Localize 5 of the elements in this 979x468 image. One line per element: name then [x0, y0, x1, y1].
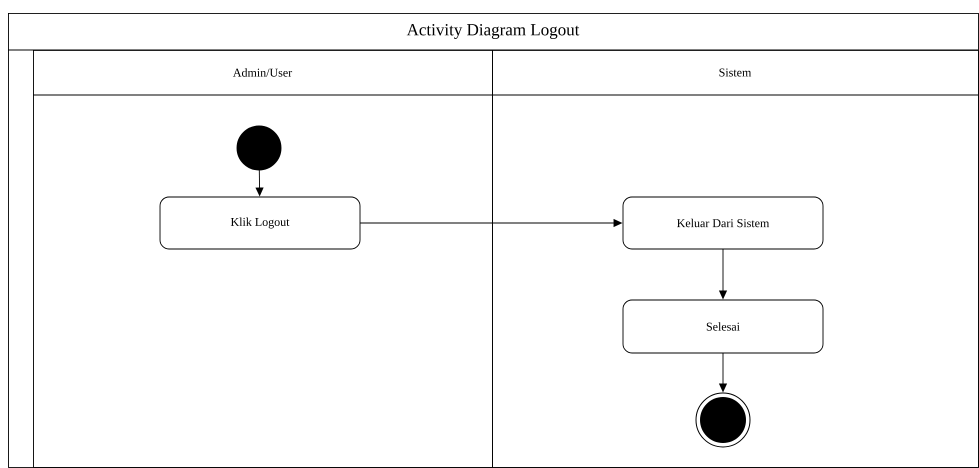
action-box: Selesai [622, 300, 824, 354]
action-box: Klik Logout [160, 196, 360, 250]
action-box: Keluar Dari Sistem [622, 196, 824, 250]
end-node [696, 392, 750, 448]
start-node [236, 126, 282, 170]
